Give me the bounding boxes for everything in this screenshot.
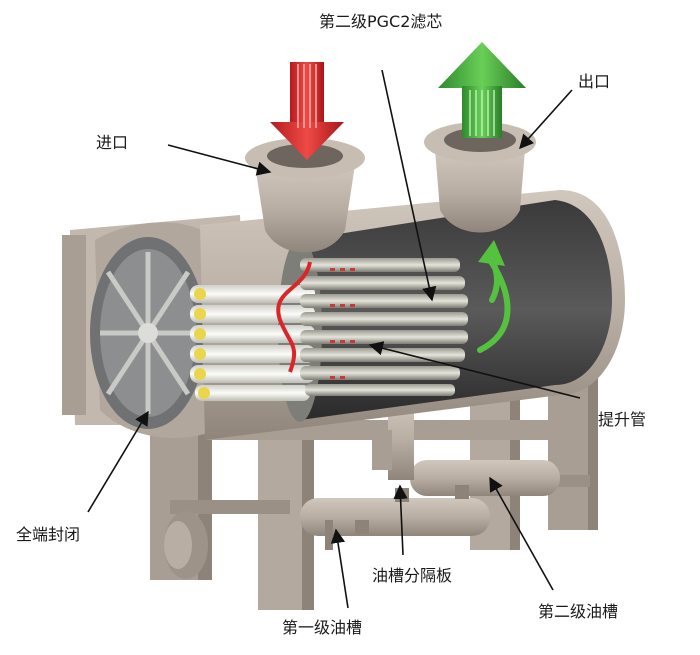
label-sump-baffle: 油槽分隔板 [372,566,453,585]
inlet-flow-path [276,261,312,373]
leader-lines [87,69,581,609]
outlet-nozzle [424,122,536,233]
label-riser: 提升管 [598,410,647,429]
label-full-end-seal: 全端封闭 [16,525,81,544]
leader-first-sump [330,528,349,609]
outlet-flow-heads [478,240,505,266]
leader-inlet [167,144,272,176]
label-outlet: 出口 [578,72,611,91]
leader-pgc2 [381,69,437,302]
label-second-sump: 第二级油槽 [538,602,619,621]
leader-second-sump [489,476,554,591]
drain-flange [164,511,208,579]
leader-full-end-seal [87,410,149,513]
inlet-arrow [270,62,344,160]
label-inlet: 进口 [96,133,129,152]
label-pgc2-filter: 第二级PGC2滤芯 [319,12,443,31]
leader-riser [368,341,581,399]
leader-sump-baffle [393,484,408,556]
outlet-arrow [438,42,526,138]
leader-outlet [519,89,573,150]
label-first-sump: 第一级油槽 [282,618,363,637]
